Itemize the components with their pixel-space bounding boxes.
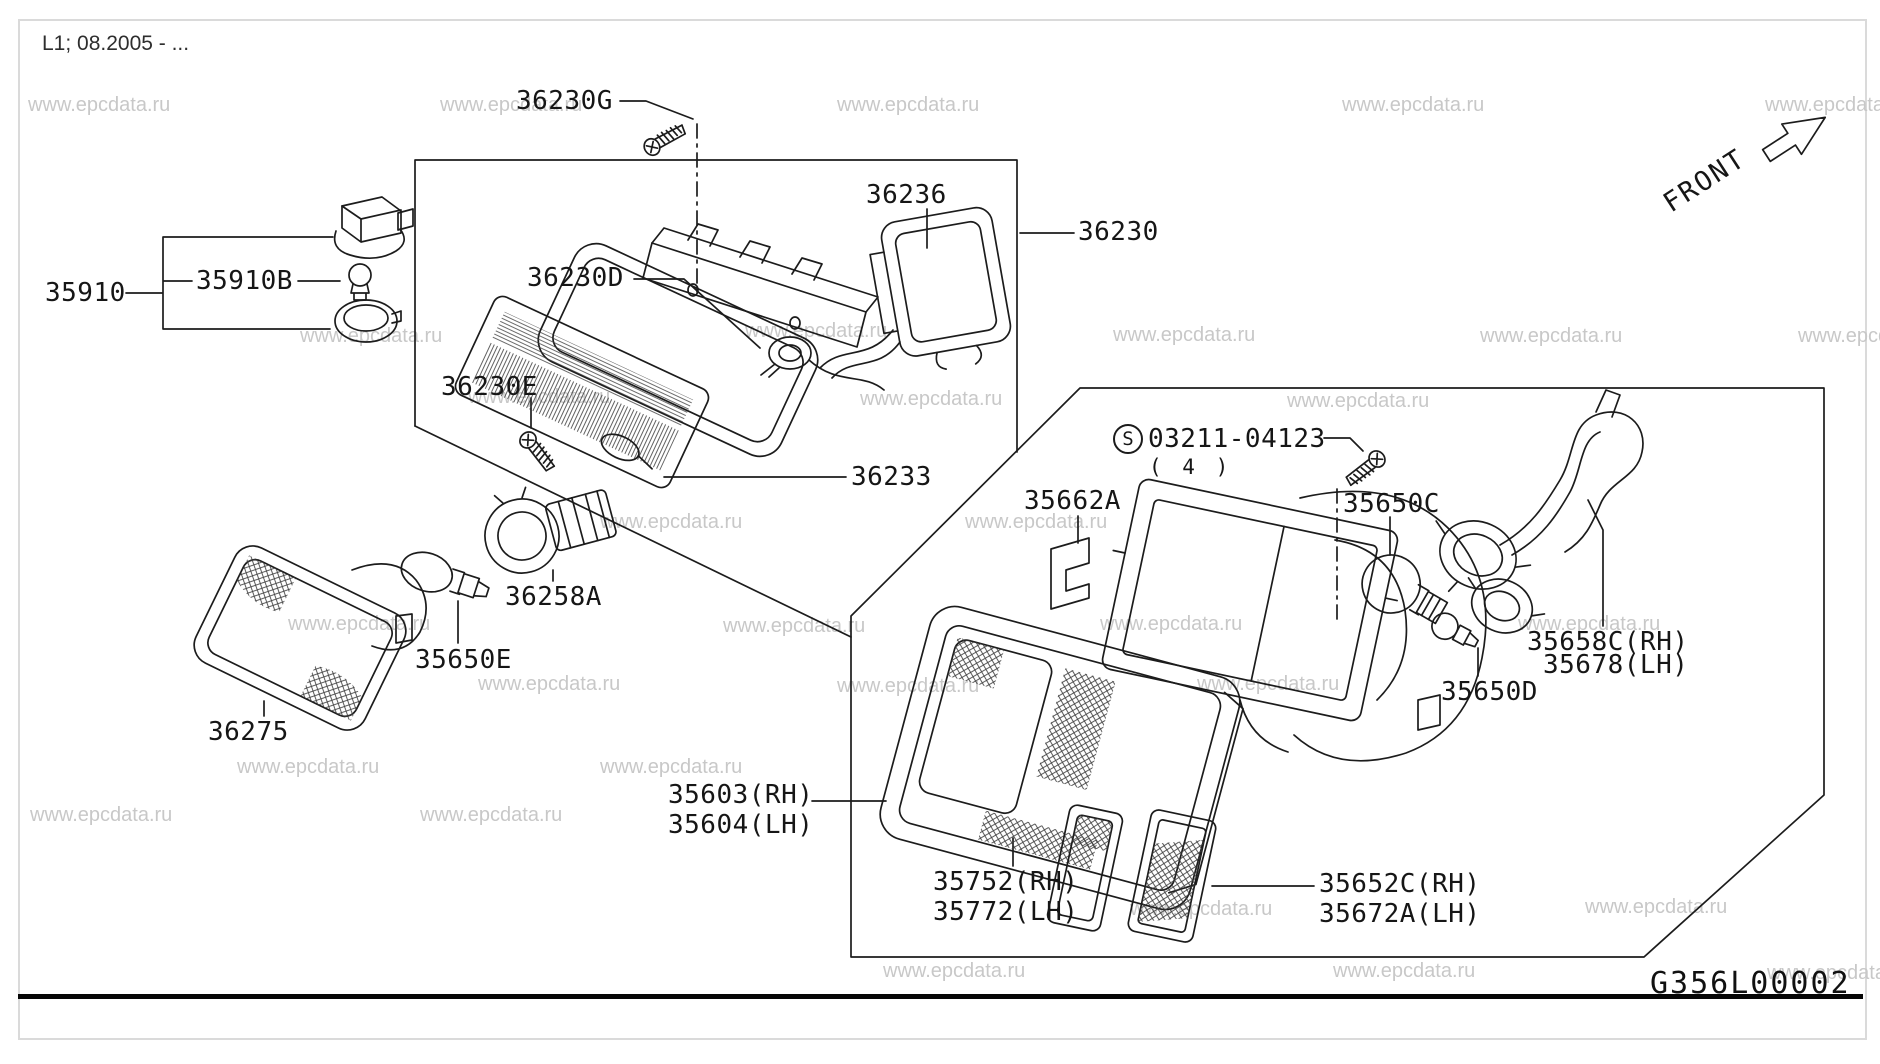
watermark: www.epcdata.ru	[420, 804, 563, 826]
header-note: L1; 08.2005 - ...	[42, 32, 190, 55]
part-label-35752-RH: 35752(RH)	[933, 867, 1079, 897]
watermark: www.epcdata.ru	[30, 804, 173, 826]
part-36236-bracket	[642, 223, 879, 348]
watermark: www.epcdata.ru	[1113, 324, 1256, 346]
watermark: www.epcdata.ru	[440, 94, 583, 116]
part-label-35658C-RH: 35658C(RH)	[1527, 627, 1689, 657]
watermark: www.epcdata.ru	[1518, 613, 1661, 635]
watermark: www.epcdata.ru	[1287, 390, 1430, 412]
part-35752-lens	[1046, 804, 1124, 932]
watermark: www.epcdata.ru	[1342, 94, 1485, 116]
screw-36230e	[515, 427, 560, 475]
part-label-35910B: 35910B	[196, 266, 293, 296]
part-reflector-body	[1239, 490, 1487, 762]
part-36230-lamp-body	[819, 206, 1012, 379]
part-35603-lens	[879, 605, 1244, 911]
fastener-label: S 03211-04123 ( 4 )	[1113, 424, 1326, 479]
bottom-divider	[18, 994, 1863, 999]
screw-36230g	[640, 118, 689, 160]
watermark: www.epcdata.ru	[883, 960, 1026, 982]
standard-part-mark-icon: S	[1113, 424, 1143, 454]
watermark: www.epcdata.ru	[600, 511, 743, 533]
part-label-36230G: 36230G	[516, 86, 613, 116]
watermark: www.epcdata.ru	[965, 511, 1108, 533]
part-label-35910: 35910	[45, 278, 126, 308]
part-label-36275: 36275	[208, 717, 289, 747]
fastener-number: 03211-04123	[1148, 424, 1326, 454]
watermark: www.epcdata.ru	[288, 613, 431, 635]
part-label-35678-LH: 35678(LH)	[1543, 650, 1689, 680]
part-35658c-harness	[1499, 389, 1644, 556]
watermark: www.epcdata.ru	[1585, 896, 1728, 918]
part-label-36258A: 36258A	[505, 582, 602, 612]
leader-lines	[125, 100, 1604, 887]
part-label-35604-LH: 35604(LH)	[668, 810, 814, 840]
part-label-36236: 36236	[866, 180, 947, 210]
part-label-35772-LH: 35772(LH)	[933, 897, 1079, 927]
part-35910-grommet	[334, 299, 402, 343]
part-label-35650D: 35650D	[1441, 677, 1538, 707]
front-arrow-icon	[1761, 116, 1827, 163]
watermark: www.epcdata.ru	[237, 756, 380, 778]
part-housing-frame	[1101, 478, 1399, 722]
watermark: www.epcdata.ru	[837, 94, 980, 116]
part-label-36230D: 36230D	[527, 263, 624, 293]
watermark: www.epcdata.ru	[1798, 325, 1880, 347]
watermark: www.epcdata.ru	[745, 320, 888, 342]
watermark: www.epcdata.ru	[1480, 325, 1623, 347]
part-bulb-socket-small	[1467, 577, 1546, 634]
part-label-35672A-LH: 35672A(LH)	[1319, 899, 1481, 929]
fastener-quantity: ( 4 )	[1149, 455, 1233, 479]
part-36275-lamp	[193, 545, 427, 731]
watermark: www.epcdata.ru	[1765, 94, 1880, 116]
watermark: www.epcdata.ru	[28, 94, 171, 116]
part-35650d-bulb	[1431, 612, 1479, 648]
watermark: www.epcdata.ru	[300, 325, 443, 347]
part-36233-lamp	[454, 242, 819, 489]
part-label-35603-RH: 35603(RH)	[668, 780, 814, 810]
assembly-box-35603	[850, 387, 1825, 958]
part-label-36230E: 36230E	[441, 372, 538, 402]
watermark: www.epcdata.ru	[478, 673, 621, 695]
part-label-35662A: 35662A	[1024, 486, 1121, 516]
part-label-36230: 36230	[1078, 217, 1159, 247]
watermark: www.epcdata.ru	[1100, 613, 1243, 635]
part-35662a-clip	[1050, 537, 1090, 610]
watermark: www.epcdata.ru	[600, 756, 743, 778]
watermark: www.epcdata.ru	[1333, 960, 1476, 982]
part-bulb-socket-large	[1435, 520, 1532, 593]
part-35652c-lens	[1127, 809, 1217, 943]
screw-03211	[1342, 446, 1390, 491]
front-label: FRONT	[1658, 143, 1751, 219]
watermark: www.epcdata.ru	[860, 388, 1003, 410]
assembly-box-36230	[414, 159, 1018, 638]
part-label-35650C: 35650C	[1343, 489, 1440, 519]
part-35650e-bulb	[400, 551, 490, 599]
watermark: www.epcdata.ru	[723, 615, 866, 637]
part-36258a-socket	[484, 486, 617, 574]
part-35910-connector	[333, 196, 414, 260]
front-direction-indicator: FRONT	[1658, 116, 1827, 219]
part-label-35652C-RH: 35652C(RH)	[1319, 869, 1481, 899]
part-label-35650E: 35650E	[415, 645, 512, 675]
part-label-36233: 36233	[851, 462, 932, 492]
part-35910b-bulb	[348, 263, 372, 301]
watermark: www.epcdata.ru	[1767, 962, 1880, 984]
